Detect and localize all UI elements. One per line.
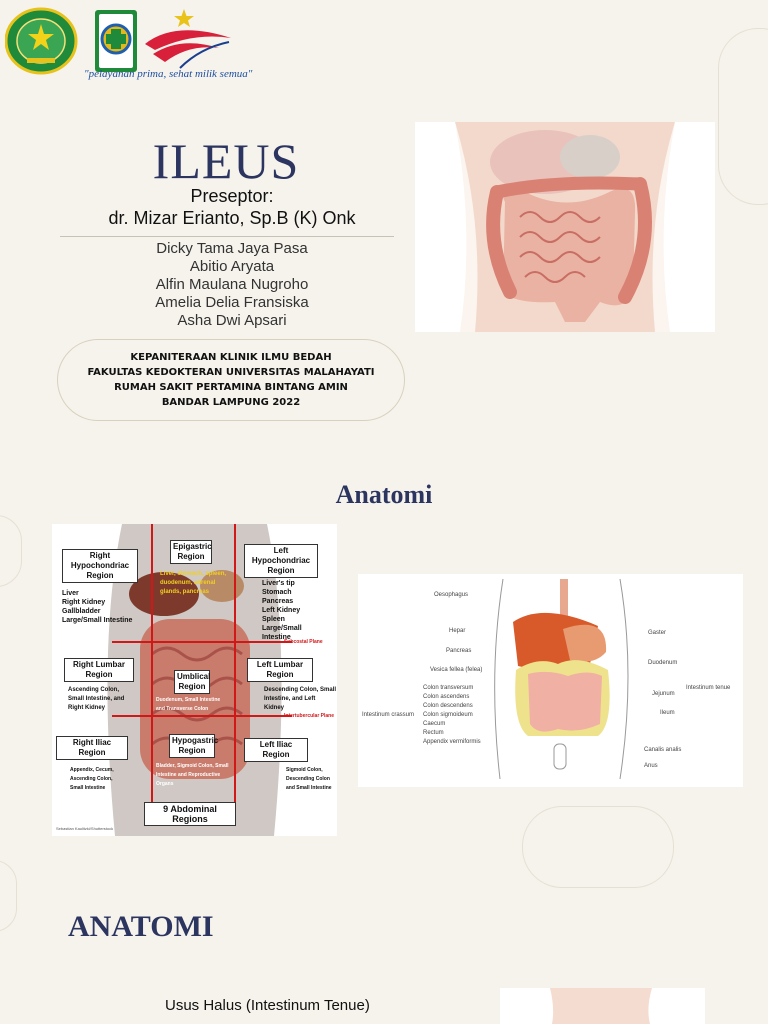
label-hepar: Hepar: [449, 628, 466, 634]
image-credit: Sebastian Kaulitzki/Shutterstock: [56, 826, 114, 831]
organs-left-lumbar: Descending Colon, Small Intestine, and L…: [264, 687, 337, 711]
label-colon-ascendens: Colon ascendens: [423, 694, 470, 700]
label-anus: Anus: [644, 763, 658, 769]
abdominal-regions-figure: Right Hypochondriac Region Epigastric Re…: [52, 524, 337, 836]
organs-right-lumbar: Ascending Colon, Small Intestine, and Ri…: [68, 687, 125, 711]
label-colon-sigmoideum: Colon sigmoideum: [423, 712, 473, 718]
label-canalis-analis: Canalis analis: [644, 747, 682, 753]
label-oesophagus: Oesophagus: [434, 592, 469, 598]
section-heading-2: ANATOMI: [68, 910, 214, 943]
region-left-lumbar: Left Lumbar Region: [247, 658, 313, 682]
region-umbilical: Umblical Region: [174, 670, 210, 694]
malahayati-logo: [5, 7, 78, 75]
decor-shape: [522, 806, 674, 888]
decor-shape: [718, 28, 768, 205]
organs-left-hypochondriac: Liver's tip Stomach Pancreas Left Kidney…: [262, 580, 302, 641]
intestine-image: [415, 122, 715, 332]
intestine-illustration: [415, 122, 715, 332]
member-list: Dicky Tama Jaya Pasa Abitio Aryata Alfin…: [60, 240, 404, 330]
label-intestinum-tenue: Intestinum tenue: [686, 685, 731, 691]
region-hypogastric: Hypogastric Region: [169, 734, 218, 758]
figure-title: 9 Abdominal Regions: [144, 802, 236, 826]
tagline: "pelayanan prima, sehat milik semua": [84, 68, 253, 80]
page-title: ILEUS: [152, 133, 300, 189]
region-right-hypochondriac: Right Hypochondriac Region: [62, 549, 138, 583]
region-left-hypochondriac: Left Hypochondriac Region: [244, 544, 318, 578]
plane-subcostal: Subcostal Plane: [284, 639, 323, 645]
organs-umbilical: Duodenum, Small Intestine and Transverse…: [156, 697, 221, 712]
hospital-logo: [95, 10, 137, 72]
organs-hypogastric: Bladder, Sigmoid Colon, Small Intestine …: [156, 763, 229, 787]
institution-line: RUMAH SAKIT PERTAMINA BINTANG AMIN: [114, 382, 348, 393]
label-colon-descendens: Colon descendens: [423, 703, 473, 709]
digestive-image: [358, 574, 743, 787]
institution-line: BANDAR LAMPUNG 2022: [161, 397, 301, 408]
institution-line: FAKULTAS KEDOKTERAN UNIVERSITAS MALAHAYA…: [87, 367, 375, 378]
institution-box: KEPANITERAAN KLINIK ILMU BEDAH FAKULTAS …: [57, 339, 405, 421]
digestive-system-diagram: Oesophagus Hepar Pancreas Vesica fellea …: [358, 574, 743, 787]
member-name: Amelia Delia Fransiska: [155, 294, 309, 311]
preseptor-label: Preseptor:: [190, 186, 274, 206]
region-left-iliac: Left Iliac Region: [244, 738, 308, 762]
decor-shape: [0, 860, 17, 932]
organs-right-hypochondriac: Liver Right Kidney Gallbladder Large/Sma…: [62, 590, 133, 624]
label-ileum: Ileum: [660, 710, 675, 716]
label-appendix: Appendix vermiformis: [423, 739, 481, 745]
small-intestine-image: [500, 988, 705, 1024]
member-name: Alfin Maulana Nugroho: [155, 276, 309, 293]
label-colon-transversum: Colon transversum: [423, 685, 474, 691]
label-vesica-fellea: Vesica fellea (felea): [430, 667, 483, 673]
pertamina-logo: [145, 9, 231, 69]
member-name: Asha Dwi Apsari: [177, 312, 287, 329]
region-epigastric: Epigastric Region: [170, 540, 212, 564]
member-name: Dicky Tama Jaya Pasa: [156, 240, 308, 257]
small-intestine-illustration: [500, 988, 705, 1024]
decor-shape: [0, 515, 22, 587]
preseptor-name: dr. Mizar Erianto, Sp.B (K) Onk: [108, 208, 356, 228]
label-duodenum: Duodenum: [648, 660, 678, 666]
label-caecum: Caecum: [423, 721, 446, 727]
label-rectum: Rectum: [423, 730, 444, 736]
organs-right-iliac: Appendix, Cecum, Ascending Colon, Small …: [70, 767, 114, 791]
organs-epigastric: Liver, stomach, spleen, duodenum, adrena…: [160, 571, 227, 595]
institution-line: KEPANITERAAN KLINIK ILMU BEDAH: [130, 352, 332, 363]
section-subheading: Usus Halus (Intestinum Tenue): [165, 997, 370, 1014]
region-right-lumbar: Right Lumbar Region: [64, 658, 134, 682]
label-pancreas: Pancreas: [446, 648, 472, 654]
label-gaster: Gaster: [648, 630, 667, 636]
label-jejunum: Jejunum: [652, 691, 675, 697]
section-heading: Anatomi: [335, 480, 433, 509]
divider: [60, 236, 394, 237]
organs-left-iliac: Sigmoid Colon, Descending Colon and Smal…: [286, 767, 332, 791]
region-right-iliac: Right Iliac Region: [56, 736, 128, 760]
plane-intertubercular: Intertubercular Plane: [284, 713, 335, 719]
member-name: Abitio Aryata: [189, 258, 275, 275]
institution-logos: [5, 7, 231, 75]
label-intestinum-crassum: Intestinum crassum: [362, 712, 415, 718]
